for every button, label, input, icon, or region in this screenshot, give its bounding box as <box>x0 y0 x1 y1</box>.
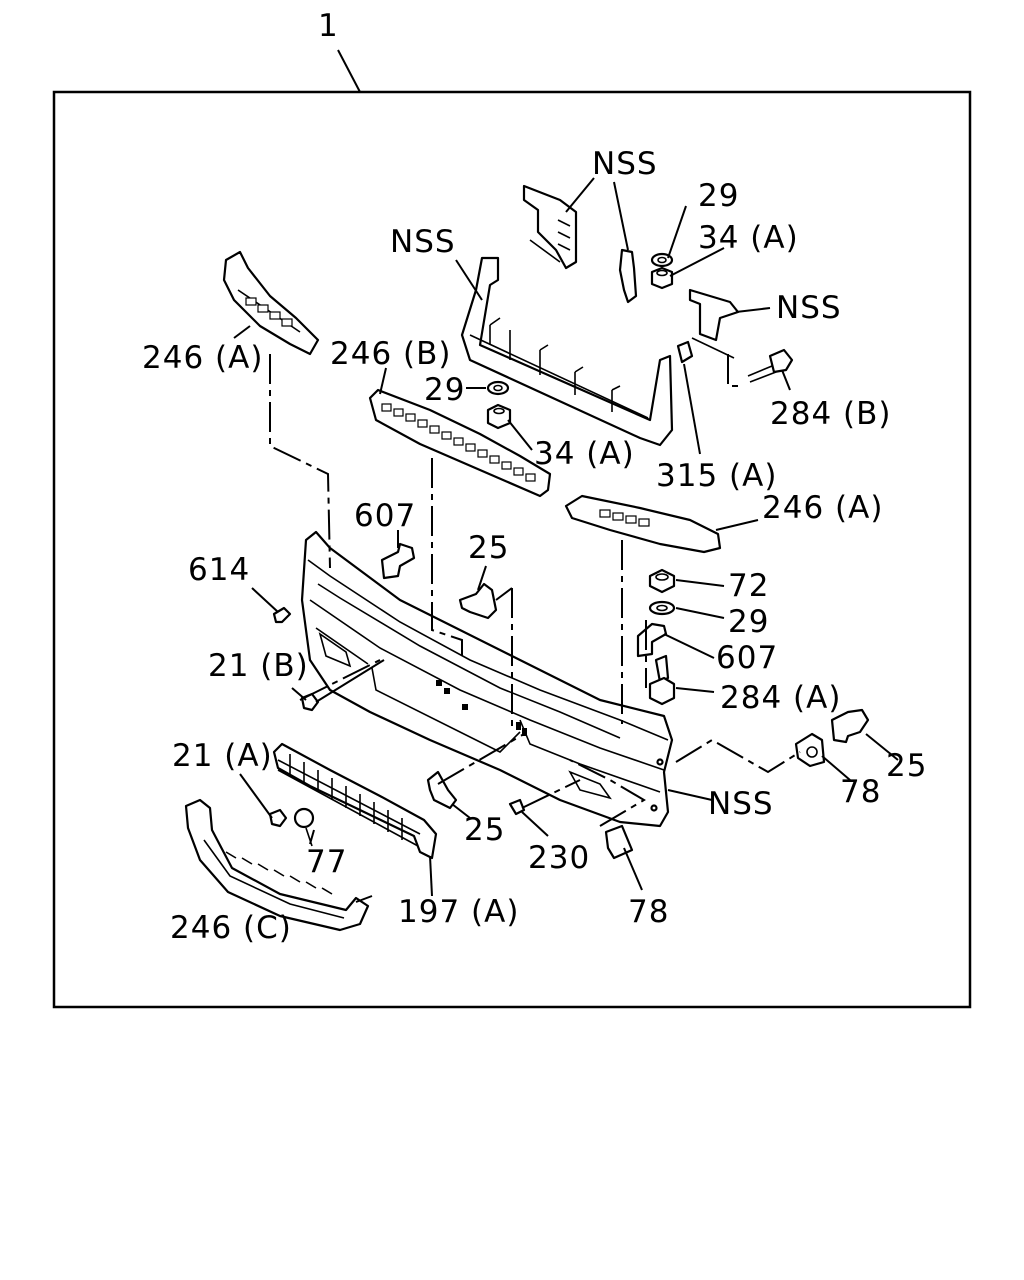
label-34a-top: 34 (A) <box>698 220 799 256</box>
label-21b: 21 (B) <box>208 648 309 684</box>
bolt-284b <box>747 348 794 383</box>
clip-25-low <box>426 770 458 810</box>
washer-29-top <box>650 252 674 268</box>
clip-25-right <box>830 708 870 744</box>
label-nss-top: NSS <box>592 146 658 182</box>
front-bumper <box>300 530 674 828</box>
trim-246a-left <box>222 250 320 356</box>
label-197a: 197 (A) <box>398 894 519 930</box>
grille-197a <box>272 742 438 860</box>
label-607-left: 607 <box>354 498 416 534</box>
label-34a-mid: 34 (A) <box>534 436 635 472</box>
bolt-284a <box>648 654 676 706</box>
trim-246b <box>368 388 552 498</box>
label-25-right: 25 <box>886 748 927 784</box>
leader-lines <box>233 177 899 903</box>
label-nss-lower: NSS <box>708 786 774 822</box>
label-284a: 284 (A) <box>720 680 841 716</box>
bracket-607-left <box>380 542 416 580</box>
label-614: 614 <box>188 552 250 588</box>
assembly-leader <box>337 49 361 93</box>
label-21a: 21 (A) <box>172 738 273 774</box>
retainer-78-right <box>794 732 826 768</box>
label-230: 230 <box>528 840 590 876</box>
clip-21a <box>268 808 288 828</box>
washer-29-right <box>648 600 676 616</box>
nut-34a-top <box>650 266 674 290</box>
label-77: 77 <box>306 844 347 880</box>
pin-614 <box>272 606 292 624</box>
label-29-mid: 29 <box>424 372 465 408</box>
label-607-right: 607 <box>716 640 778 676</box>
clip-230 <box>508 798 526 816</box>
trim-246a-right <box>564 494 722 554</box>
upper-bracket-frame <box>460 256 674 447</box>
nss-bracket-right <box>688 288 740 359</box>
diagram-frame <box>52 90 972 1009</box>
nut-34a-mid <box>486 403 512 430</box>
label-assembly: 1 <box>318 8 339 44</box>
label-284b: 284 (B) <box>770 396 891 432</box>
label-246c: 246 (C) <box>170 910 292 946</box>
washer-29-mid <box>486 380 510 396</box>
alignment-lines <box>269 354 801 827</box>
label-78-right: 78 <box>840 774 881 810</box>
label-nss-left: NSS <box>390 224 456 260</box>
label-246a-right: 246 (A) <box>762 490 883 526</box>
label-72: 72 <box>728 568 769 604</box>
label-25-mid: 25 <box>468 530 509 566</box>
label-25-low: 25 <box>464 812 505 848</box>
clip-315a <box>676 340 694 364</box>
clip-21b <box>300 692 320 712</box>
clip-25-mid <box>458 582 498 620</box>
label-29-right: 29 <box>728 604 769 640</box>
label-246a-left: 246 (A) <box>142 340 263 376</box>
nut-72 <box>648 568 676 594</box>
trim-246c <box>184 798 370 932</box>
label-nss-right: NSS <box>776 290 842 326</box>
label-29-top: 29 <box>698 178 739 214</box>
nss-bracket-top-left <box>522 184 578 270</box>
nss-bracket-top-small <box>618 248 638 304</box>
label-315a: 315 (A) <box>656 458 777 494</box>
screw-77 <box>293 807 315 847</box>
label-246b: 246 (B) <box>330 336 451 372</box>
label-78-low: 78 <box>628 894 669 930</box>
retainer-78-low <box>604 824 634 860</box>
bracket-607-right <box>636 622 668 658</box>
